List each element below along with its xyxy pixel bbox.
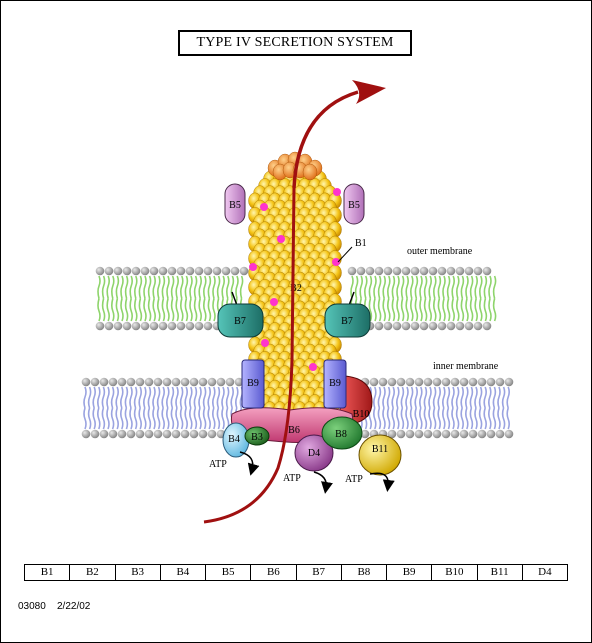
b5-right-label: B5 xyxy=(348,200,360,211)
figure-date: 2/22/02 xyxy=(57,601,91,612)
legend-cell-b9: B9 xyxy=(387,565,433,580)
b2-label: B2 xyxy=(290,283,302,294)
atp-arrow-b11 xyxy=(369,472,395,492)
b8-label: B8 xyxy=(335,429,347,440)
b11-protein: B11 xyxy=(358,434,402,476)
legend-cell-b1: B1 xyxy=(25,565,71,580)
legend-cell-b5: B5 xyxy=(206,565,252,580)
b5-right-protein: B5 xyxy=(343,183,365,225)
atp-arrow-d4 xyxy=(313,471,333,494)
b1-pointer xyxy=(337,246,353,263)
b7-left-label: B7 xyxy=(234,316,246,327)
b9-right-protein: B9 xyxy=(323,359,347,409)
atp-label-3: ATP xyxy=(345,474,363,485)
b1-dots xyxy=(249,188,341,371)
d4-label: D4 xyxy=(308,448,320,459)
legend-cell-b3: B3 xyxy=(116,565,161,580)
b5-left-protein: B5 xyxy=(224,183,246,225)
inner-membrane-label: inner membrane xyxy=(433,361,499,372)
b10-label: B10 xyxy=(353,409,370,420)
legend-cell-b2: B2 xyxy=(70,565,116,580)
b7-right-protein: B7 xyxy=(324,303,371,338)
legend-cell-b8: B8 xyxy=(342,565,387,580)
atp-label-2: ATP xyxy=(283,473,301,484)
legend-cell-b6: B6 xyxy=(251,565,297,580)
b5-left-label: B5 xyxy=(229,200,241,211)
b9-left-label: B9 xyxy=(247,378,259,389)
b6-label: B6 xyxy=(288,425,300,436)
b3-label: B3 xyxy=(251,432,263,443)
legend-cell-b4: B4 xyxy=(161,565,206,580)
b7-right-label: B7 xyxy=(341,316,353,327)
b9-left-protein: B9 xyxy=(241,359,265,409)
substrate-transport-arrow xyxy=(203,80,386,524)
d4-protein: D4 xyxy=(294,434,334,472)
b8-protein: B8 xyxy=(321,416,363,450)
legend-cell-d4: D4 xyxy=(538,566,552,578)
legend-cell-b11: B11 xyxy=(478,565,523,580)
atp-arrow-b4 xyxy=(239,451,260,476)
legend-cell-b7: B7 xyxy=(297,565,342,580)
atp-label-1: ATP xyxy=(209,459,227,470)
outer-membrane-label: outer membrane xyxy=(407,246,473,257)
b4-label: B4 xyxy=(228,434,240,445)
b7-left-protein: B7 xyxy=(217,303,264,338)
pilus-tip xyxy=(267,151,323,181)
b11-label: B11 xyxy=(372,444,388,455)
b4-protein: B4 xyxy=(222,422,250,458)
diagram-title: TYPE IV SECRETION SYSTEM xyxy=(178,30,412,56)
figure-id: 03080 xyxy=(18,601,46,612)
legend-cell-b10: B10 xyxy=(432,565,478,580)
b1-label: B1 xyxy=(355,238,367,249)
b9-right-label: B9 xyxy=(329,378,341,389)
b3-protein: B3 xyxy=(244,426,270,446)
